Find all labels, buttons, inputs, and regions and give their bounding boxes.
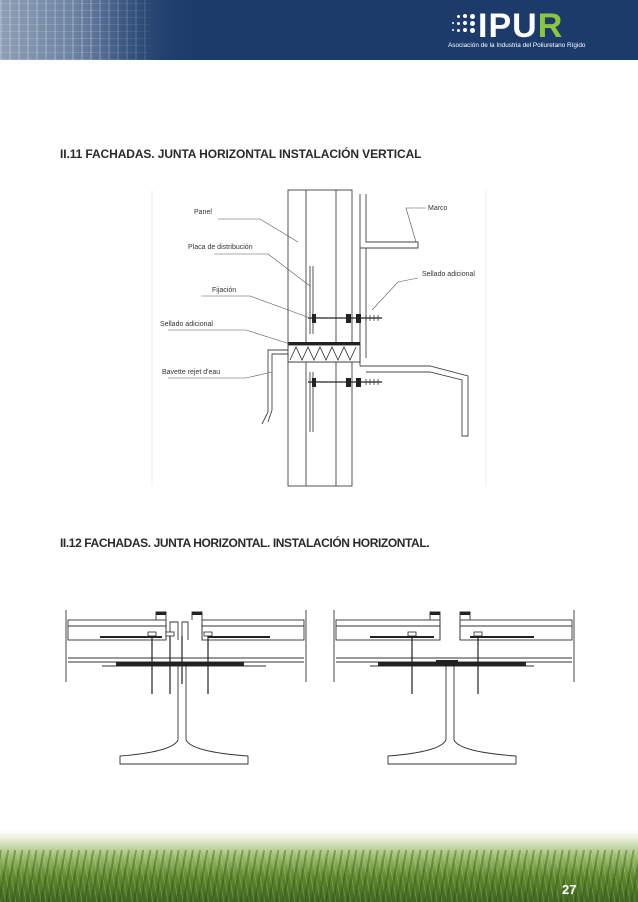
detail-right-fixings	[411, 636, 479, 694]
label-sellado-adicional-left: Sellado adicional	[160, 321, 213, 328]
label-sellado-adicional-right: Sellado adicional	[422, 271, 475, 278]
page-number: 27	[562, 882, 577, 897]
header-banner: IPUR Asociación de la Industria del Poli…	[0, 0, 638, 60]
logo-wordmark: IPUR	[478, 7, 564, 45]
drawing-vertical-installation: Panel Placa de distribución Fijación Sel…	[151, 189, 487, 487]
detail-left	[65, 610, 307, 765]
footer-grass-image	[0, 830, 638, 902]
label-marco: Marco	[428, 205, 448, 212]
drawing-horizontal-installation	[65, 610, 575, 765]
label-bavette: Bavette rejet d'eau	[162, 369, 220, 376]
section-title-ii12: II.12 FACHADAS. JUNTA HORIZONTAL. INSTAL…	[60, 536, 430, 550]
detail-left-fixings	[151, 636, 209, 694]
label-placa-distribucion: Placa de distribución	[188, 244, 253, 251]
building-photo	[0, 0, 200, 60]
detail-right	[333, 610, 575, 765]
detail-right-seals	[370, 612, 534, 666]
logo-dots-icon	[448, 12, 478, 38]
label-panel: Panel	[194, 209, 212, 216]
section-title-ii11: II.11 FACHADAS. JUNTA HORIZONTAL INSTALA…	[60, 147, 422, 161]
label-fijacion: Fijación	[212, 287, 236, 294]
detail-left-seals	[100, 612, 270, 666]
ipur-logo: IPUR Asociación de la Industria del Poli…	[448, 8, 608, 54]
logo-subtitle: Asociación de la Industria del Poliureta…	[448, 42, 586, 49]
